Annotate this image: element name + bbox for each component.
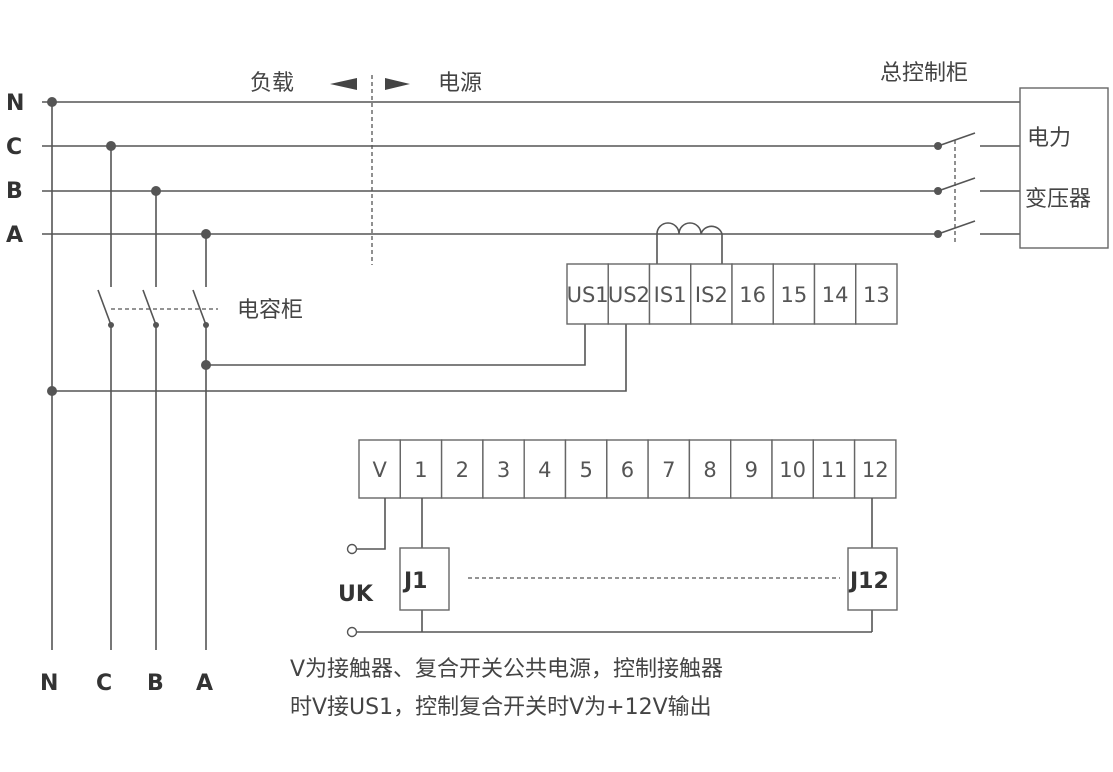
terminal-label: 2 [456,458,469,482]
terminal-label: 11 [821,458,848,482]
relay-wiring [346,498,873,638]
terminal-label: 1 [414,458,427,482]
terminal-cell [566,263,609,325]
terminal-cell [812,439,856,499]
terminal-label: 12 [862,458,889,482]
terminal-label: IS2 [695,283,728,307]
load-label: 负载 [250,71,294,96]
terminal-cell [607,263,651,325]
terminal-label: 9 [745,458,758,482]
phase-label-c: C [6,135,22,160]
terminal-label: 5 [579,458,592,482]
terminal-label: 14 [822,283,849,307]
transformer-box [1019,87,1109,249]
bus-lines [42,101,1020,235]
uk-label: UK [338,582,374,607]
relay-j12-label: J12 [848,569,889,594]
terminal-label: 16 [739,283,766,307]
terminal-label: 3 [497,458,510,482]
transformer-label-1: 电力 [1027,126,1071,151]
terminal-cell [730,439,773,499]
main-cabinet-label: 总控制柜 [880,61,968,86]
bottom-label-a: A [196,671,213,696]
terminal-label: 8 [703,458,716,482]
terminal-circle [346,543,358,555]
terminal-cell [482,439,525,499]
terminal-cell [399,439,443,499]
phase-label-a: A [6,223,23,248]
current-transformer-coil [656,222,723,264]
terminal-label: US2 [608,283,650,307]
phase-label-b: B [6,179,23,204]
bottom-label-b: B [147,671,164,696]
arrow-right-icon [385,78,410,90]
relay-j12 [847,547,898,611]
terminal-cell [731,263,774,325]
terminal-label: 13 [863,283,890,307]
terminal-cell [688,439,732,499]
terminal-label: 4 [538,458,551,482]
capacitor-cabinet-label: 电容柜 [237,298,303,323]
relay-j1-label: J1 [402,569,428,594]
terminal-cell [772,263,816,325]
source-label: 电源 [438,71,482,96]
terminal-cell [853,439,897,499]
terminal-label: 15 [781,283,808,307]
relay-j1 [399,547,450,611]
arrow-left-icon [330,78,357,90]
terminal-cell [440,439,484,499]
terminal-label: 6 [621,458,634,482]
terminal-label: 7 [662,458,675,482]
terminal-cell [648,263,692,325]
terminal-cell [523,439,567,499]
terminal-label: US1 [567,283,609,307]
terminal-cell [647,439,691,499]
terminal-label: IS1 [654,283,687,307]
bottom-label-c: C [96,671,112,696]
terminal-cell [358,439,401,499]
terminal-label: V [372,458,387,482]
transformer-label-2: 变压器 [1025,187,1091,212]
terminal-cell [813,263,857,325]
terminal-cell [564,439,608,499]
bottom-label-n: N [40,671,58,696]
terminal-circle [346,626,358,638]
phase-label-n: N [6,91,24,116]
note-line-1: V为接触器、复合开关公共电源，控制接触器 [290,657,723,682]
terminal-cell [855,263,898,325]
note-line-2: 时V接US1，控制复合开关时V为+12V输出 [290,695,712,720]
main-switch [934,132,976,245]
terminal-label: 10 [779,458,806,482]
capacitor-branch [47,97,627,650]
